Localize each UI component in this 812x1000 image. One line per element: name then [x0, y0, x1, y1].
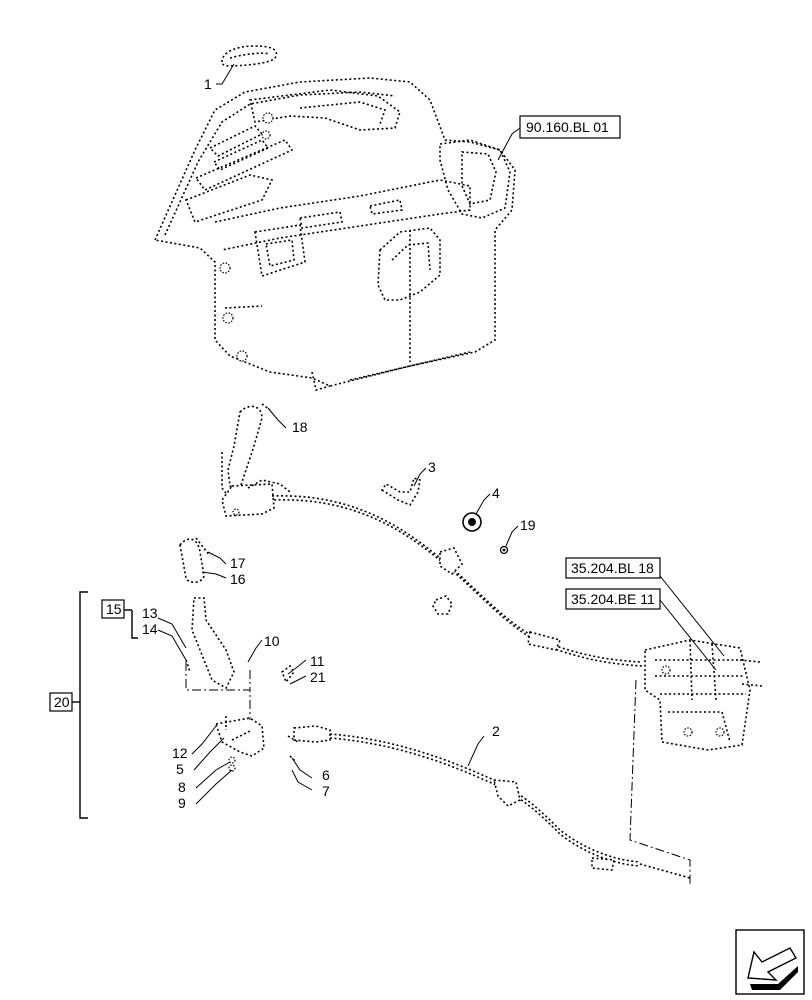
group-15-bracket [124, 609, 138, 639]
callout-14: 14 [142, 621, 158, 637]
part-1-grip-cap [221, 45, 278, 67]
callout-11: 11 [310, 653, 325, 669]
callout-10: 10 [264, 633, 280, 649]
reference-box-35204-be[interactable]: 35.204.BE 11 [565, 588, 661, 610]
callout-17: 17 [230, 555, 246, 571]
callout-18: 18 [292, 419, 308, 435]
callout-13: 13 [142, 605, 158, 621]
group-15-label: 15 [106, 601, 122, 617]
console-panel [153, 77, 516, 392]
callout-21: 21 [310, 669, 326, 685]
leader-lines [157, 63, 725, 805]
part-19-screw [499, 545, 509, 555]
group-box-15: 15 [101, 599, 125, 619]
callout-3: 3 [428, 459, 436, 475]
lower-lever-assembly [179, 537, 691, 879]
callout-12: 12 [172, 745, 188, 761]
reference-box-90160[interactable]: 90.160.BL 01 [519, 115, 621, 139]
callout-4: 4 [492, 485, 500, 501]
upper-lever-assembly [221, 403, 643, 667]
valve-block [644, 639, 763, 751]
reference-box-35204-bl[interactable]: 35.204.BL 18 [565, 557, 661, 579]
callout-8: 8 [178, 779, 186, 795]
callout-9: 9 [178, 795, 186, 811]
callout-2: 2 [492, 723, 500, 739]
reference-35204-be-label: 35.204.BE 11 [571, 591, 655, 607]
callout-16: 16 [230, 571, 246, 587]
navigation-arrow-icon[interactable] [735, 929, 805, 995]
callout-7: 7 [322, 783, 330, 799]
callout-6: 6 [322, 767, 330, 783]
callout-19: 19 [520, 517, 536, 533]
reference-35204-bl-label: 35.204.BL 18 [571, 560, 654, 576]
callout-labels: 1 18 3 4 19 17 16 13 14 10 11 21 2 12 5 … [142, 76, 536, 811]
part-3-clip [380, 476, 421, 507]
group-20-label: 20 [54, 694, 70, 710]
part-4-grommet [462, 512, 482, 532]
callout-5: 5 [176, 761, 184, 777]
reference-90160-label: 90.160.BL 01 [526, 119, 609, 135]
group-20-bracket [72, 591, 88, 819]
callout-1: 1 [204, 76, 212, 92]
cable-nut [432, 595, 453, 615]
connection-lines [185, 662, 691, 886]
group-box-20: 20 [49, 692, 73, 712]
